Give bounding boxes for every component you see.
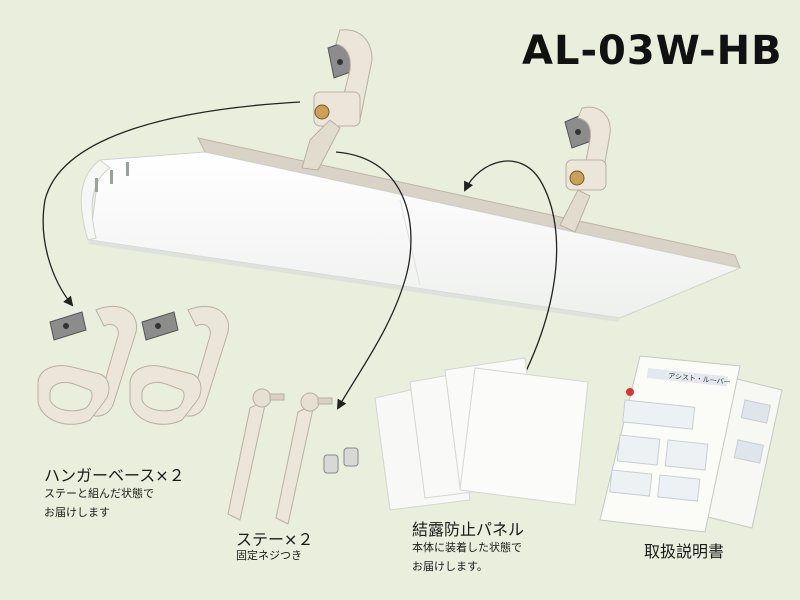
- hanger-base-note-line1: ステーと組んだ状態で: [44, 487, 154, 500]
- arrow-to-hangers: [42, 101, 301, 307]
- hanger-base-1: [37, 305, 137, 425]
- stay-1: [227, 388, 285, 521]
- louver-bracket-right: [559, 106, 611, 233]
- hanger-base-title: ハンガーベース×２: [44, 466, 185, 485]
- louver-bracket-left: [301, 29, 373, 171]
- condensation-panels: [374, 357, 589, 511]
- panel-note-line2: お届けします。: [412, 560, 488, 573]
- arrow-from-panels: [464, 160, 558, 411]
- stay-2: [275, 392, 333, 525]
- manual-title: 取扱説明書: [644, 542, 725, 561]
- instruction-manual: アシスト・ルーバー: [599, 355, 783, 533]
- stay-note: 固定ネジつき: [236, 549, 302, 562]
- hanger-base-2: [129, 305, 229, 425]
- arrow-to-stays: [335, 151, 412, 410]
- stay-title: ステー×２: [236, 530, 314, 549]
- fixing-screws: [323, 447, 359, 474]
- panel-title: 結露防止パネル: [412, 520, 525, 539]
- hanger-base-note-line2: お届けします: [44, 506, 110, 519]
- louver-unit: [80, 137, 742, 322]
- model-number: AL-03W-HB: [522, 28, 783, 74]
- panel-note-line1: 本体に装着した状態で: [412, 541, 522, 554]
